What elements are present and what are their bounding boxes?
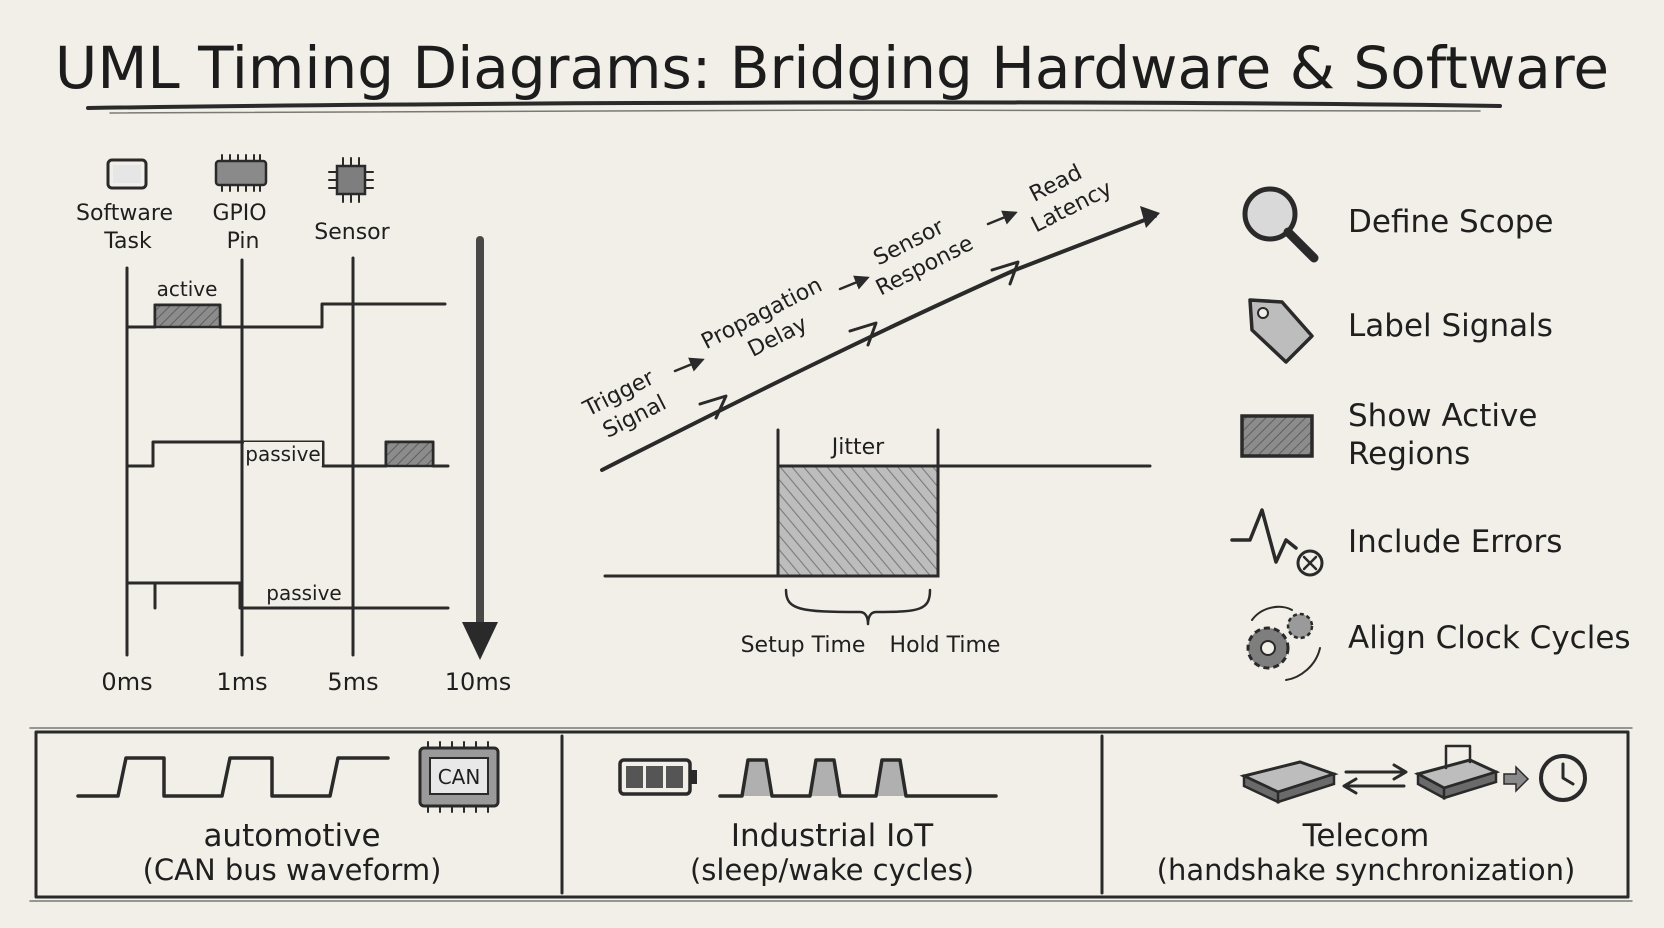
setup-time-label: Setup Time [741, 633, 866, 658]
flow-arrow-2 [838, 275, 870, 291]
hold-time-label: Hold Time [890, 633, 1001, 658]
handshake-arrows-icon [1342, 763, 1408, 795]
jitter-waveform [603, 428, 1152, 626]
jitter-label: Jitter [830, 435, 885, 460]
tip-define-scope: Define Scope [1348, 204, 1553, 240]
time-tick-10ms: 10ms [445, 668, 511, 696]
software-task-icon [106, 158, 148, 190]
magnifier-icon [1242, 186, 1319, 263]
can-bus-waveform [76, 756, 390, 798]
tip-label-signals: Label Signals [1348, 308, 1553, 344]
gears-icon [1246, 605, 1321, 681]
svg-text:Trigger Signal: Trigger Signal [579, 362, 678, 447]
battery-icon [618, 758, 697, 796]
flow-arrow-3 [986, 210, 1018, 226]
shaded-block-icon [1240, 414, 1314, 458]
domains-panel [29, 727, 1633, 902]
forward-arrow-icon [1503, 765, 1530, 793]
signal-flow-arrow [600, 206, 1160, 472]
software-task-signal [125, 302, 447, 329]
clock-icon [1539, 754, 1587, 802]
sensor-signal [125, 581, 450, 610]
domain-automotive-name: automotive [203, 818, 380, 854]
flow-step-read-latency: Read Latency [1015, 151, 1117, 238]
tip-include-errors: Include Errors [1348, 524, 1562, 560]
gpio-chip-icon [214, 154, 268, 192]
flow-step-sensor-response: Sensor Response [859, 206, 978, 301]
sensor-chip-icon [328, 157, 374, 203]
domain-iot-name: Industrial IoT [731, 818, 934, 854]
router-icon [1413, 744, 1501, 801]
flow-step-propagation-delay: Propagation Delay [697, 270, 845, 380]
domain-telecom-detail: (handshake synchronization) [1157, 853, 1576, 887]
svg-text:Read Latency: Read Latency [1015, 151, 1117, 238]
title-underline-2 [109, 109, 1481, 114]
time-tick-0ms: 0ms [101, 668, 152, 696]
domain-telecom-name: Telecom [1302, 818, 1430, 854]
sleep-wake-waveform [718, 758, 998, 798]
device-icon [1239, 760, 1339, 804]
lifeline-label-software-task: Software Task [76, 201, 180, 254]
svg-text:Propagation Delay: Propagation Delay [697, 270, 845, 380]
state-passive-label-1: passive [245, 442, 321, 466]
state-active-label: active [157, 277, 218, 301]
time-axis-arrow [462, 236, 498, 660]
error-wave-icon [1230, 508, 1324, 577]
tag-icon [1248, 298, 1314, 364]
lifeline-label-gpio-pin: GPIO Pin [212, 201, 273, 254]
page-title: UML Timing Diagrams: Bridging Hardware &… [55, 34, 1609, 102]
can-chip-label: CAN [438, 765, 481, 789]
tip-show-active-regions: Show Active Regions [1348, 398, 1547, 472]
tip-align-clock-cycles: Align Clock Cycles [1348, 620, 1631, 656]
flow-step-trigger-signal: Trigger Signal [579, 362, 678, 447]
time-tick-5ms: 5ms [327, 668, 378, 696]
svg-text:Sensor Response: Sensor Response [859, 206, 977, 301]
title-underline [86, 100, 1502, 110]
domain-automotive-detail: (CAN bus waveform) [143, 853, 442, 887]
lifeline-label-sensor: Sensor [314, 220, 390, 245]
state-passive-label-2: passive [266, 581, 342, 605]
can-chip-icon: CAN [418, 741, 500, 813]
gpio-pin-signal [125, 440, 450, 468]
domain-iot-detail: (sleep/wake cycles) [690, 853, 974, 887]
flow-arrow-1 [673, 357, 705, 373]
time-tick-1ms: 1ms [216, 668, 267, 696]
